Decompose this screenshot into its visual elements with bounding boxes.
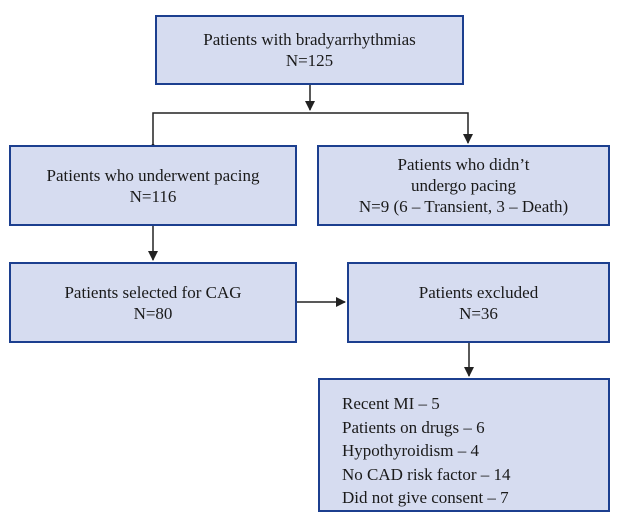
- box-line: undergo pacing: [411, 176, 516, 195]
- box-line: Patients with bradyarrhythmias: [203, 30, 416, 49]
- box-exclusion-reasons: Recent MI – 5 Patients on drugs – 6 Hypo…: [318, 378, 610, 512]
- box-patients-selected-for-cag: Patients selected for CAG N=80: [9, 262, 297, 343]
- box-line: N=36: [459, 303, 498, 323]
- reason-item: Patients on drugs – 6: [342, 417, 485, 437]
- reason-item: No CAD risk factor – 14: [342, 464, 511, 484]
- box-patients-underwent-pacing: Patients who underwent pacing N=116: [9, 145, 297, 226]
- box-line: Patients selected for CAG: [64, 282, 242, 302]
- reason-item: Recent MI – 5: [342, 394, 440, 413]
- reason-item: Did not give consent – 7: [342, 488, 509, 507]
- box-line: N=9 (6 – Transient, 3 – Death): [358, 197, 569, 216]
- box-line: Patients excluded: [418, 282, 539, 302]
- box-line: N=125: [285, 51, 334, 70]
- box-line: Patients who underwent pacing: [46, 165, 260, 185]
- box-line: N=116: [129, 186, 177, 206]
- box-line: N=80: [133, 303, 173, 323]
- box-patients-excluded: Patients excluded N=36: [347, 262, 610, 343]
- box-patients-with-bradyarrhythmias: Patients with bradyarrhythmias N=125: [155, 15, 464, 85]
- connector-split: [148, 112, 473, 152]
- box-line: Patients who didn’t: [397, 155, 530, 174]
- box-patients-not-paced: Patients who didn’t undergo pacing N=9 (…: [317, 145, 610, 226]
- reason-item: Hypothyroidism – 4: [342, 441, 479, 460]
